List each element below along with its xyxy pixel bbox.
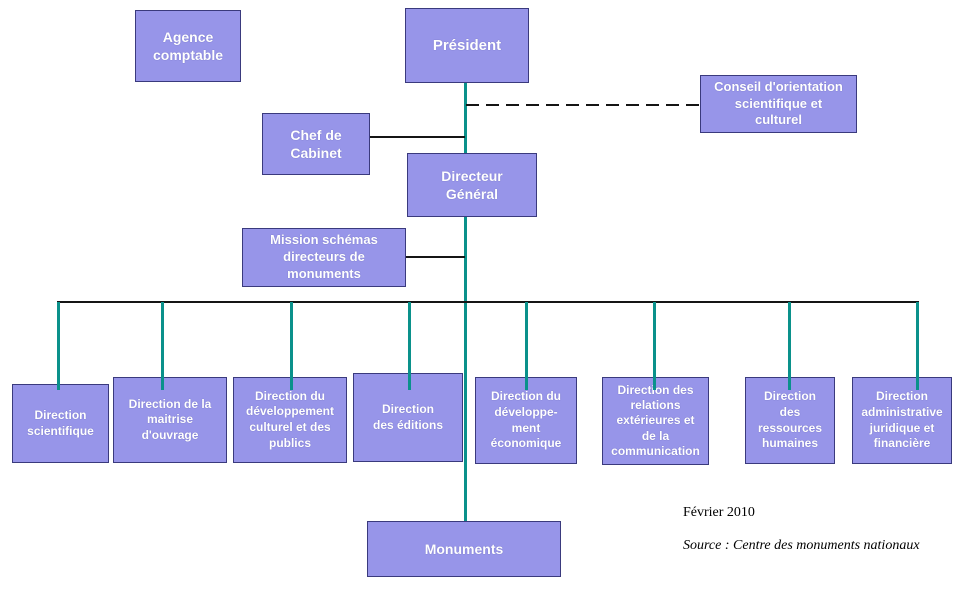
node-direction-administrative: Direction administrative juridique et fi…	[852, 377, 952, 464]
connector-drop-maitrise	[161, 302, 164, 390]
node-chef-de-cabinet: Chef de Cabinet	[262, 113, 370, 175]
connector-dashed-president-conseil	[466, 104, 700, 106]
connector-chef-cabinet	[369, 136, 465, 138]
node-direction-ressources-humaines: Direction des ressources humaines	[745, 377, 835, 464]
date-note: Février 2010	[683, 505, 755, 520]
connector-mission	[406, 256, 465, 258]
node-conseil-orientation: Conseil d'orientation scientifique et cu…	[700, 75, 857, 133]
connector-drop-editions	[408, 302, 411, 390]
connector-drop-relations	[653, 302, 656, 390]
connector-drop-ressources	[788, 302, 791, 390]
connector-drop-dev-culturel	[290, 302, 293, 390]
connector-central-vertical	[464, 83, 467, 525]
node-monuments: Monuments	[367, 521, 561, 577]
connector-drop-scientifique	[57, 302, 60, 390]
node-direction-developpement-culturel: Direction du développement culturel et d…	[233, 377, 347, 463]
node-president: Président	[405, 8, 529, 83]
node-direction-developpement-economique: Direction du développe- ment économique	[475, 377, 577, 464]
node-mission-schemas: Mission schémas directeurs de monuments	[242, 228, 406, 287]
node-direction-relations-exterieures: Direction des relations extérieures et d…	[602, 377, 709, 465]
node-agence-comptable: Agence comptable	[135, 10, 241, 82]
node-directeur-general: Directeur Général	[407, 153, 537, 217]
node-direction-maitrise-ouvrage: Direction de la maitrise d'ouvrage	[113, 377, 227, 463]
connector-main-horizontal	[57, 301, 919, 303]
connector-drop-dev-economique	[525, 302, 528, 390]
source-note: Source : Centre des monuments nationaux	[683, 538, 920, 553]
connector-drop-admin	[916, 302, 919, 390]
node-direction-scientifique: Direction scientifique	[12, 384, 109, 463]
